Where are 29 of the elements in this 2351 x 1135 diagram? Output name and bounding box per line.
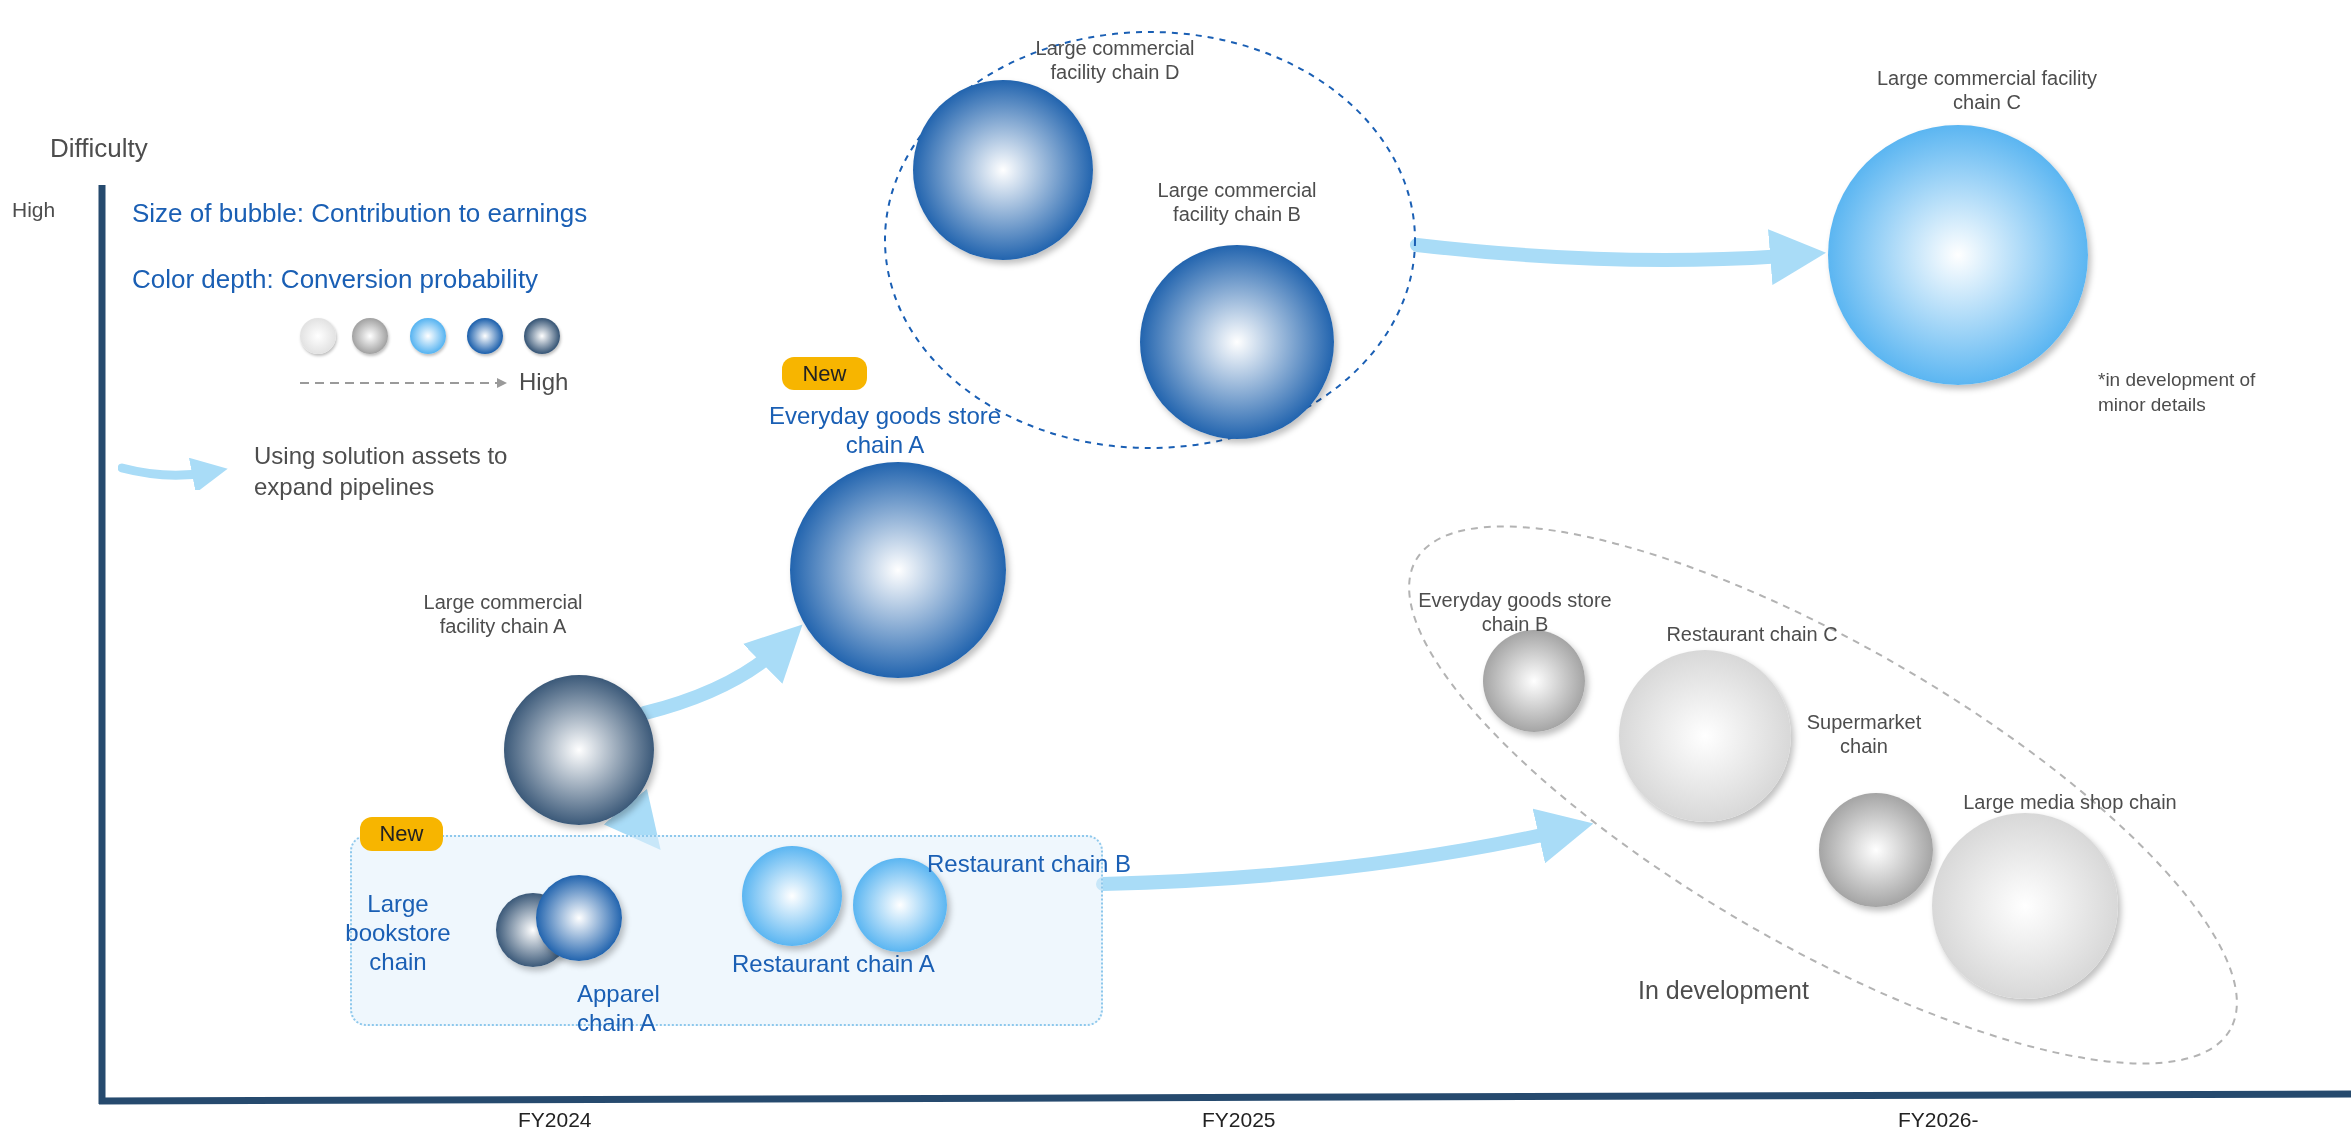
arrow xyxy=(603,788,661,850)
note-text: *in development of minor details xyxy=(2098,368,2257,417)
axis-label: FY2024 xyxy=(518,1108,592,1132)
bubble-label: Everyday goods store chain A xyxy=(767,402,1003,460)
bubble-label: Large commercial facility chain C xyxy=(1875,66,2099,114)
bubble-label: Large commercial facility chain A xyxy=(422,590,584,638)
bubble-label: Everyday goods store chain B xyxy=(1417,588,1613,636)
group-label: In development xyxy=(1638,976,1809,1005)
bubble-label: Restaurant chain C xyxy=(1665,622,1839,646)
legend-text: Using solution assets to expand pipelines xyxy=(254,441,509,503)
scale-label: High xyxy=(519,368,569,396)
new-badge: New xyxy=(360,817,443,851)
axis-label: Difficulty xyxy=(50,133,148,164)
bubble-label: Apparel chain A xyxy=(577,980,661,1038)
axis-label: FY2026- xyxy=(1898,1108,1979,1132)
axis-label: High xyxy=(12,198,56,222)
axis-label: FY2025 xyxy=(1202,1108,1276,1132)
bubble-label: Supermarket chain xyxy=(1805,710,1923,758)
arrow xyxy=(1096,808,1594,891)
legend-text: Size of bubble: Contribution to earnings xyxy=(132,198,588,229)
bubble-label: Large media shop chain xyxy=(1962,790,2178,814)
bubble-label: Restaurant chain A xyxy=(732,950,936,979)
bubble-label: Large commercial facility chain D xyxy=(1034,36,1196,84)
bubble-label: Large bookstore chain xyxy=(344,890,452,977)
bubble-label: Restaurant chain B xyxy=(927,850,1133,879)
legend-text: Color depth: Conversion probability xyxy=(132,264,539,295)
new-badge: New xyxy=(782,357,867,390)
bubble-label: Large commercial facility chain B xyxy=(1156,178,1318,226)
arrow xyxy=(1409,228,1827,285)
